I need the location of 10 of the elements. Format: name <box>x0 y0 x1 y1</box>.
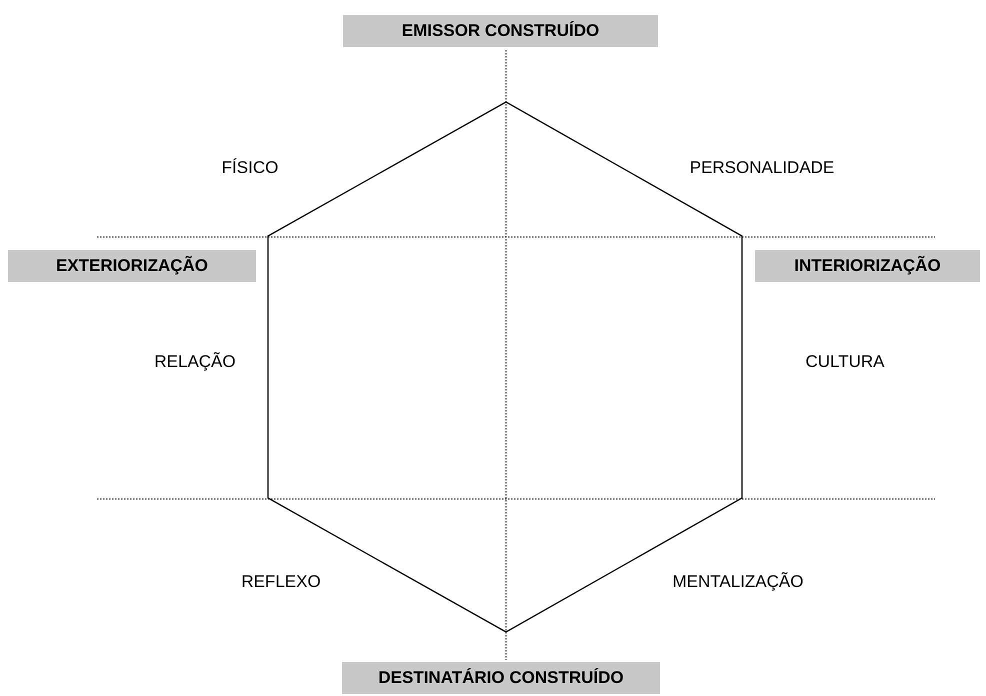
axis-label: EXTERIORIZAÇÃO <box>8 250 256 282</box>
axis-label: EMISSOR CONSTRUÍDO <box>343 15 658 47</box>
facet-label: MENTALIZAÇÃO <box>672 572 804 592</box>
facet-label: FÍSICO <box>222 158 278 178</box>
axis-label: INTERIORIZAÇÃO <box>755 250 980 282</box>
facet-label: RELAÇÃO <box>154 352 236 372</box>
facet-label: CULTURA <box>805 352 885 372</box>
axis-label: DESTINATÁRIO CONSTRUÍDO <box>342 662 660 694</box>
facet-label: PERSONALIDADE <box>690 158 834 178</box>
facet-label: REFLEXO <box>241 572 321 592</box>
